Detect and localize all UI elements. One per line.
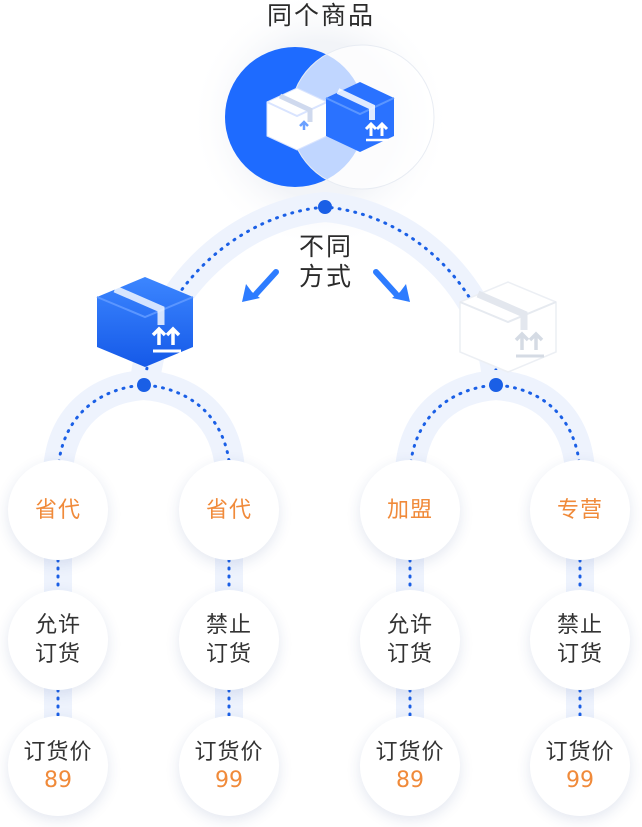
permission-line2: 订货	[386, 642, 433, 667]
price-value: 99	[215, 767, 243, 793]
channel-label: 省代	[34, 497, 81, 523]
permission-line2: 订货	[205, 642, 252, 667]
method-line2: 方式	[298, 262, 353, 291]
channel-node: 专营	[530, 460, 630, 560]
price-value: 89	[44, 767, 72, 793]
price-label: 订货价	[545, 739, 615, 765]
channel-node: 加盟	[360, 460, 460, 560]
hero-blue-box-icon	[325, 82, 395, 152]
permission-line2: 订货	[34, 642, 81, 667]
permission-line1: 禁止	[205, 613, 252, 638]
arrow-right-icon	[373, 268, 410, 302]
price-node: 订货价 89	[8, 716, 108, 816]
price-node: 订货价 99	[179, 716, 279, 816]
price-node: 订货价 99	[530, 716, 630, 816]
permission-line1: 禁止	[556, 613, 603, 638]
method-label: 不同 方式	[271, 232, 381, 292]
price-node: 订货价 89	[360, 716, 460, 816]
price-label: 订货价	[375, 739, 445, 765]
junction-right	[489, 378, 503, 392]
hero-white-box-icon	[266, 87, 328, 151]
permission-node: 禁止 订货	[530, 590, 630, 690]
junction-left	[137, 378, 151, 392]
price-label: 订货价	[194, 739, 264, 765]
vertical-tracks	[44, 470, 594, 800]
permission-node: 禁止 订货	[179, 590, 279, 690]
price-label: 订货价	[23, 739, 93, 765]
channel-label: 加盟	[386, 497, 433, 523]
white-box-icon	[459, 281, 557, 373]
channel-node: 省代	[8, 460, 108, 560]
blue-box-icon	[96, 277, 194, 367]
price-value: 89	[396, 767, 424, 793]
permission-line1: 允许	[34, 613, 81, 638]
channel-label: 专营	[556, 497, 603, 523]
permission-node: 允许 订货	[8, 590, 108, 690]
left-arc-track	[43, 369, 245, 472]
junction-top	[318, 200, 332, 214]
arrow-left-icon	[242, 268, 279, 302]
channel-node: 省代	[179, 460, 279, 560]
permission-node: 允许 订货	[360, 590, 460, 690]
price-value: 99	[566, 767, 594, 793]
right-arc-track	[395, 369, 595, 472]
permission-line2: 订货	[556, 642, 603, 667]
permission-line1: 允许	[386, 613, 433, 638]
vertical-dots	[56, 558, 582, 718]
channel-label: 省代	[205, 497, 252, 523]
method-line1: 不同	[298, 232, 353, 261]
diagram-title: 同个商品	[266, 1, 375, 30]
